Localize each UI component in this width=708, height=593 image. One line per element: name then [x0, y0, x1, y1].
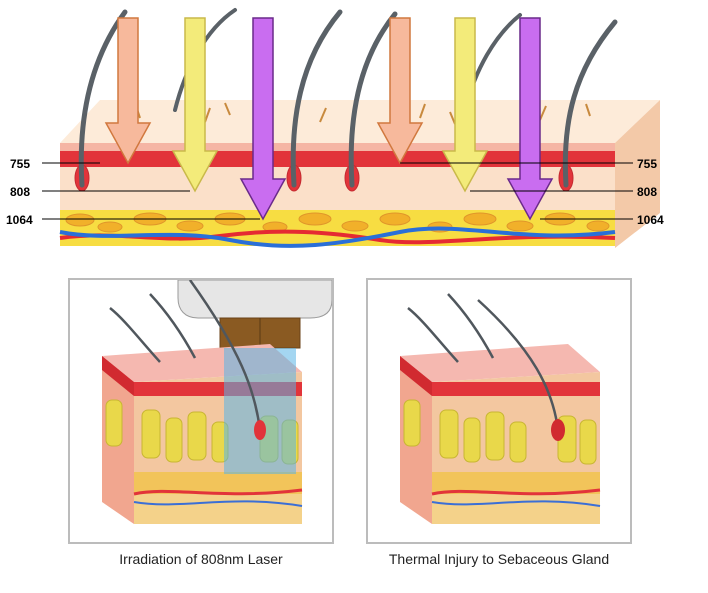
arrow-755-right	[376, 17, 424, 165]
blood-vessel-blue	[59, 226, 616, 248]
label-755-right: 755	[637, 157, 657, 171]
skin-cross-section-right	[400, 293, 601, 524]
caption-right: Thermal Injury to Sebaceous Gland	[388, 551, 610, 567]
arrow-1064-left	[239, 17, 287, 221]
arrow-755-left	[104, 17, 152, 165]
skin-wavelength-diagram: 755 755 808 808 1064 1064	[6, 8, 664, 248]
blood-vessel-red	[59, 229, 616, 245]
sebaceous-gland	[551, 419, 565, 441]
laser-irradiation-panel	[68, 278, 334, 544]
skin-cross-section-left	[102, 280, 332, 524]
hair-bulb	[254, 420, 266, 440]
label-808-right: 808	[637, 185, 657, 199]
epidermis-layer	[60, 143, 615, 151]
label-1064-left: 1064	[6, 213, 33, 227]
laser-beam	[224, 348, 296, 474]
caption-left: Irradiation of 808nm Laser	[119, 551, 283, 567]
skin-side-face	[615, 100, 660, 248]
label-1064-right: 1064	[637, 213, 664, 227]
wavelength-markers	[42, 162, 633, 220]
arrow-1064-right	[506, 17, 554, 221]
laser-arrows	[104, 17, 554, 221]
thermal-injury-panel	[366, 278, 632, 544]
label-755-left: 755	[10, 157, 30, 171]
laser-handpiece	[177, 280, 332, 319]
label-808-left: 808	[10, 185, 30, 199]
arrow-808-right	[441, 17, 489, 193]
arrow-808-left	[171, 17, 219, 193]
